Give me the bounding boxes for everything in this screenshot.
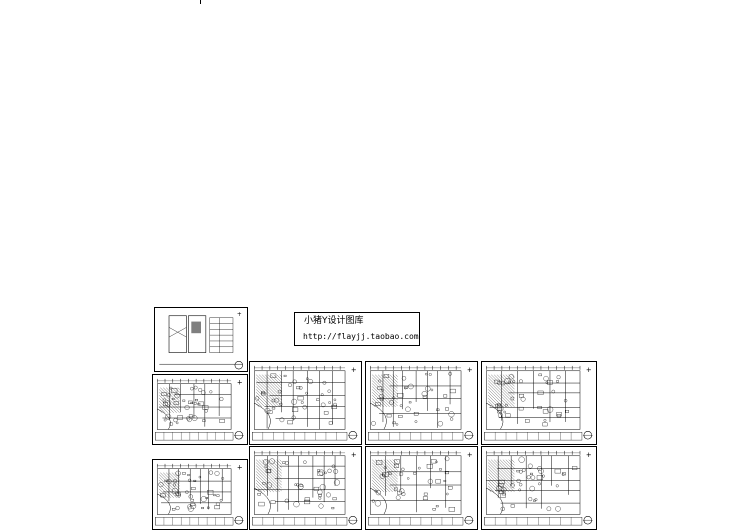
cover-thumb-mid <box>188 315 207 353</box>
plan-sheet: + <box>249 446 362 530</box>
cover-sheet: + <box>154 307 248 372</box>
plan-drawing: + <box>368 366 474 441</box>
plan-sheet: + <box>365 361 478 445</box>
svg-text:+: + <box>586 451 592 459</box>
cover-thumb-left <box>168 315 187 353</box>
plan-sheet: + <box>152 374 248 445</box>
plan-sheet: + <box>249 361 362 445</box>
watermark-stamp: 小猪Y设计图库 http://flayjj.taobao.com <box>294 312 420 346</box>
svg-text:+: + <box>467 451 473 459</box>
plan-drawing: + <box>252 366 358 441</box>
plan-drawing: + <box>484 366 593 441</box>
watermark-url: http://flayjj.taobao.com <box>303 332 419 341</box>
svg-text:+: + <box>351 366 357 374</box>
plan-sheet: + <box>481 446 597 530</box>
top-mark <box>200 0 201 4</box>
plan-sheet: + <box>481 361 597 445</box>
svg-text:+: + <box>237 312 242 318</box>
svg-text:+: + <box>586 366 592 374</box>
plan-drawing: + <box>155 379 244 441</box>
svg-text:+: + <box>237 379 243 387</box>
plan-drawing: + <box>368 451 474 526</box>
plan-drawing: + <box>155 464 244 526</box>
cover-sheet-drawing: + <box>159 312 243 370</box>
svg-text:+: + <box>351 451 357 459</box>
svg-text:+: + <box>237 464 243 472</box>
plan-drawing: + <box>252 451 358 526</box>
plan-drawing: + <box>484 451 593 526</box>
plan-sheet: + <box>365 446 478 530</box>
watermark-title: 小猪Y设计图库 <box>304 316 364 326</box>
plan-sheet: + <box>152 459 248 530</box>
cover-index-table <box>209 317 234 353</box>
svg-text:+: + <box>467 366 473 374</box>
